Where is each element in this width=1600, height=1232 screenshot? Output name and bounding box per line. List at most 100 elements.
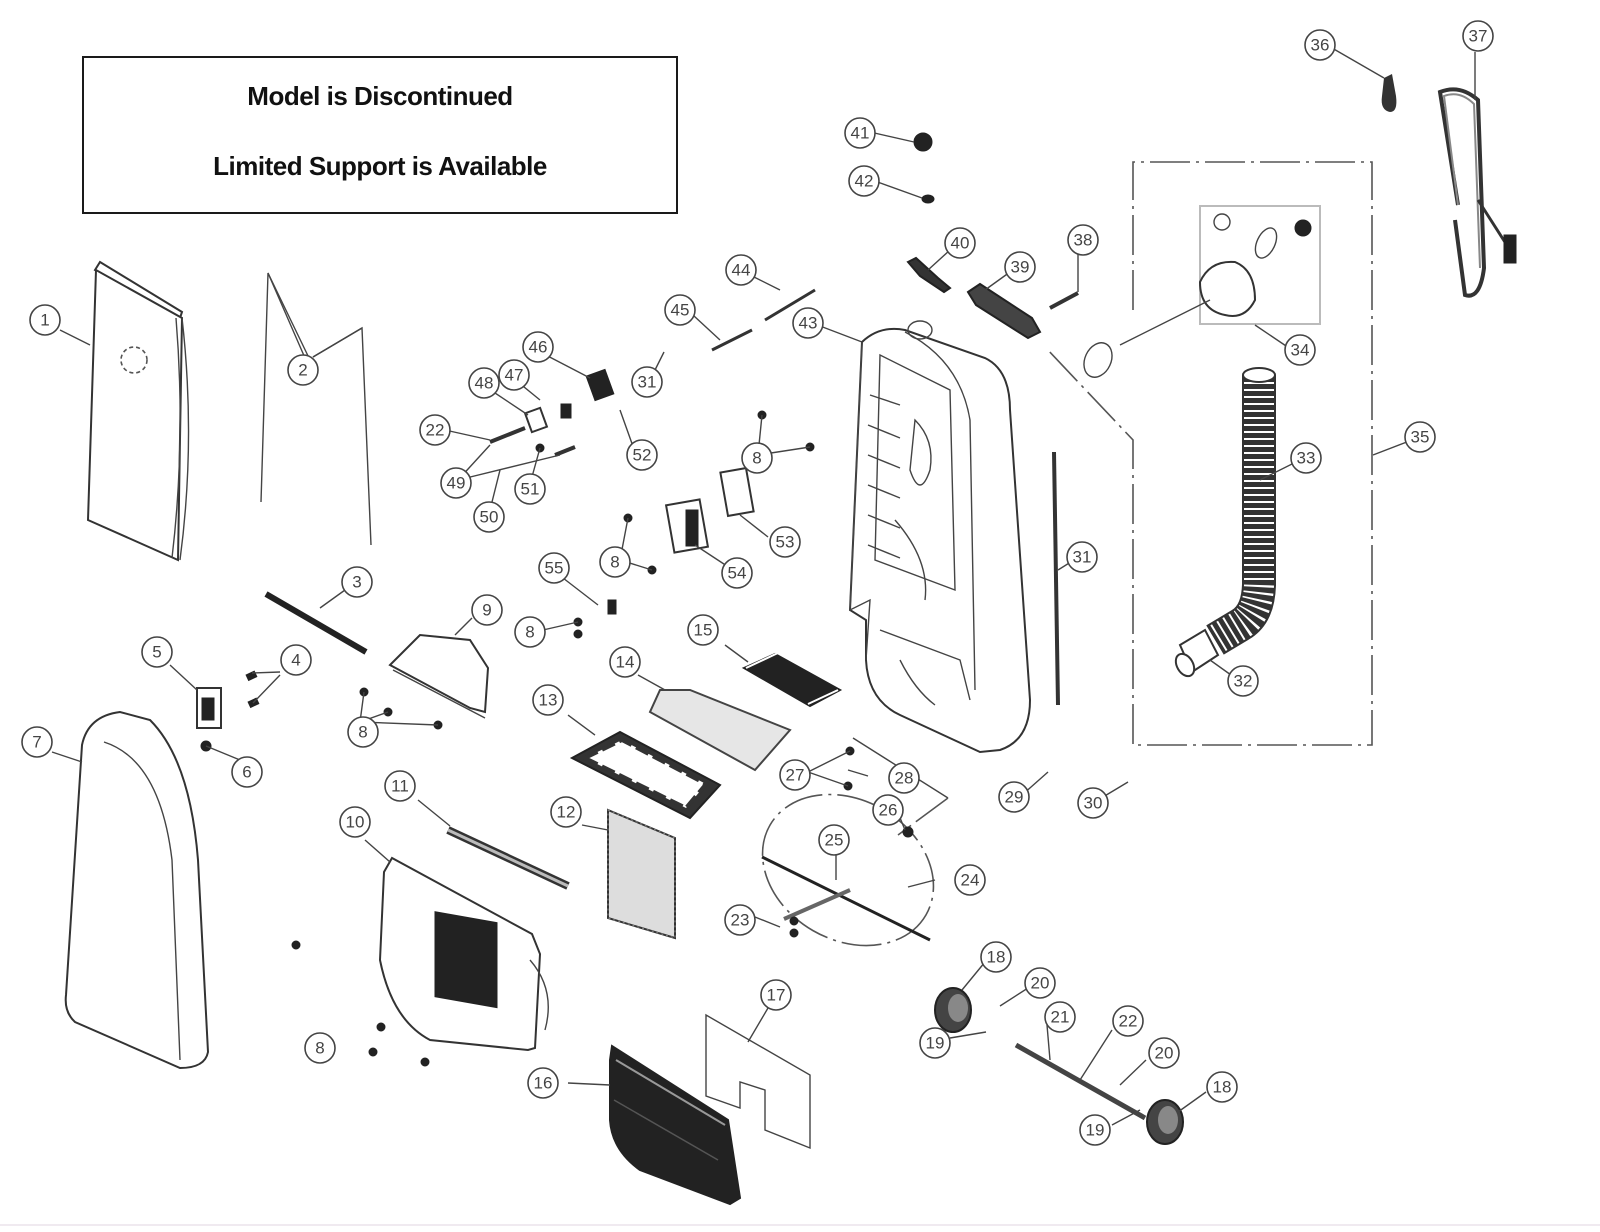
callout-40-latch: 40 — [944, 227, 976, 259]
part-latch — [196, 687, 222, 729]
callout-5-latch: 5 — [141, 636, 173, 668]
callout-circle — [527, 1067, 559, 1099]
part-handle-bracket — [966, 282, 1042, 340]
callout-circle — [384, 770, 416, 802]
callout-55-indicator: 55 — [538, 552, 570, 584]
hose-assembly-box — [1045, 161, 1373, 746]
callout-circle — [741, 442, 773, 474]
callout-circle — [721, 557, 753, 589]
callout-31-wire: 31 — [1066, 541, 1098, 573]
callout-25-pivot: 25 — [818, 824, 850, 856]
part-rod — [264, 591, 368, 655]
callout-number: 24 — [961, 871, 980, 890]
callout-number: 8 — [525, 623, 534, 642]
part-latch-40 — [906, 256, 952, 294]
callout-number: 42 — [855, 172, 874, 191]
callout-number: 10 — [346, 813, 365, 832]
part-hose — [1206, 367, 1276, 655]
callout-number: 49 — [447, 474, 466, 493]
callout-circle — [514, 473, 546, 505]
callout-number: 7 — [32, 733, 41, 752]
callout-circle — [848, 165, 880, 197]
callout-8-screws: 8 — [741, 442, 773, 474]
callout-28-bracket: 28 — [888, 762, 920, 794]
callout-circle — [1079, 1114, 1111, 1146]
callout-46-switch-bracket: 46 — [522, 331, 554, 363]
callout-29-wire-connectors: 29 — [998, 781, 1030, 813]
callout-circle — [954, 864, 986, 896]
callout-number: 55 — [545, 559, 564, 578]
callout-17-filter-sheet: 17 — [760, 979, 792, 1011]
notice-discontinued-text: Model is Discontinued — [247, 81, 513, 111]
callout-circle — [724, 904, 756, 936]
part-indicator — [607, 599, 617, 615]
part-power-cord — [1437, 87, 1517, 298]
part-cap — [921, 194, 935, 204]
part-filter-pad — [648, 689, 792, 772]
callout-number: 31 — [638, 373, 657, 392]
callout-15-hepa-filter: 15 — [687, 614, 719, 646]
callout-21-axle: 21 — [1044, 1001, 1076, 1033]
callout-circle — [631, 366, 663, 398]
callout-circle — [779, 759, 811, 791]
callout-circle — [304, 1032, 336, 1064]
callout-circle — [872, 794, 904, 826]
callout-30-screw: 30 — [1077, 787, 1109, 819]
callout-number: 30 — [1084, 794, 1103, 813]
callout-48-switch: 48 — [468, 367, 500, 399]
callout-9-bag-holder: 9 — [471, 594, 503, 626]
part-filter-screen — [607, 808, 676, 940]
callout-circle — [888, 762, 920, 794]
callout-18-wheel: 18 — [1206, 1071, 1238, 1103]
part-axle — [1014, 1042, 1147, 1121]
callout-number: 17 — [767, 986, 786, 1005]
callout-23-screws: 23 — [724, 904, 756, 936]
callout-number: 6 — [242, 763, 251, 782]
callout-circle — [280, 644, 312, 676]
callout-number: 36 — [1311, 36, 1330, 55]
callout-circle — [1404, 421, 1436, 453]
callout-circle — [440, 467, 472, 499]
part-cord-strain-relief — [1381, 74, 1397, 112]
callout-8-screws: 8 — [514, 616, 546, 648]
callout-circle — [231, 756, 263, 788]
callout-22-spring: 22 — [419, 414, 451, 446]
callout-circle — [141, 636, 173, 668]
part-bag — [86, 260, 190, 562]
callout-number: 22 — [426, 421, 445, 440]
callout-circle — [725, 254, 757, 286]
callout-circle — [626, 439, 658, 471]
callout-number: 54 — [728, 564, 747, 583]
callout-number: 35 — [1411, 428, 1430, 447]
callout-50-wire: 50 — [473, 501, 505, 533]
callout-number: 20 — [1031, 974, 1050, 993]
callout-4-screws: 4 — [280, 644, 312, 676]
callout-31-wire: 31 — [631, 366, 663, 398]
callout-number: 41 — [851, 124, 870, 143]
callout-circle — [550, 796, 582, 828]
callout-circle — [473, 501, 505, 533]
callout-38-screw: 38 — [1067, 224, 1099, 256]
callout-24-pedal-assembly: 24 — [954, 864, 986, 896]
callout-number: 46 — [529, 338, 548, 357]
callout-number: 13 — [539, 691, 558, 710]
part-circuit-board — [664, 466, 755, 554]
part-knob — [913, 132, 933, 152]
callout-14-filter-pad: 14 — [609, 646, 641, 678]
part-wire-31 — [1052, 451, 1060, 706]
callout-number: 40 — [951, 234, 970, 253]
callout-number: 8 — [752, 449, 761, 468]
callout-number: 44 — [732, 261, 751, 280]
callout-number: 28 — [895, 769, 914, 788]
callout-37-power-cord: 37 — [1462, 20, 1494, 52]
bottom-divider — [0, 1224, 1600, 1226]
callout-52-screw: 52 — [626, 439, 658, 471]
callout-1-bag: 1 — [29, 304, 61, 336]
callout-number: 43 — [799, 314, 818, 333]
callout-number: 33 — [1297, 449, 1316, 468]
part-screw-38 — [1049, 291, 1079, 310]
callout-circle — [468, 367, 500, 399]
notice-support-text: Limited Support is Available — [213, 151, 547, 181]
